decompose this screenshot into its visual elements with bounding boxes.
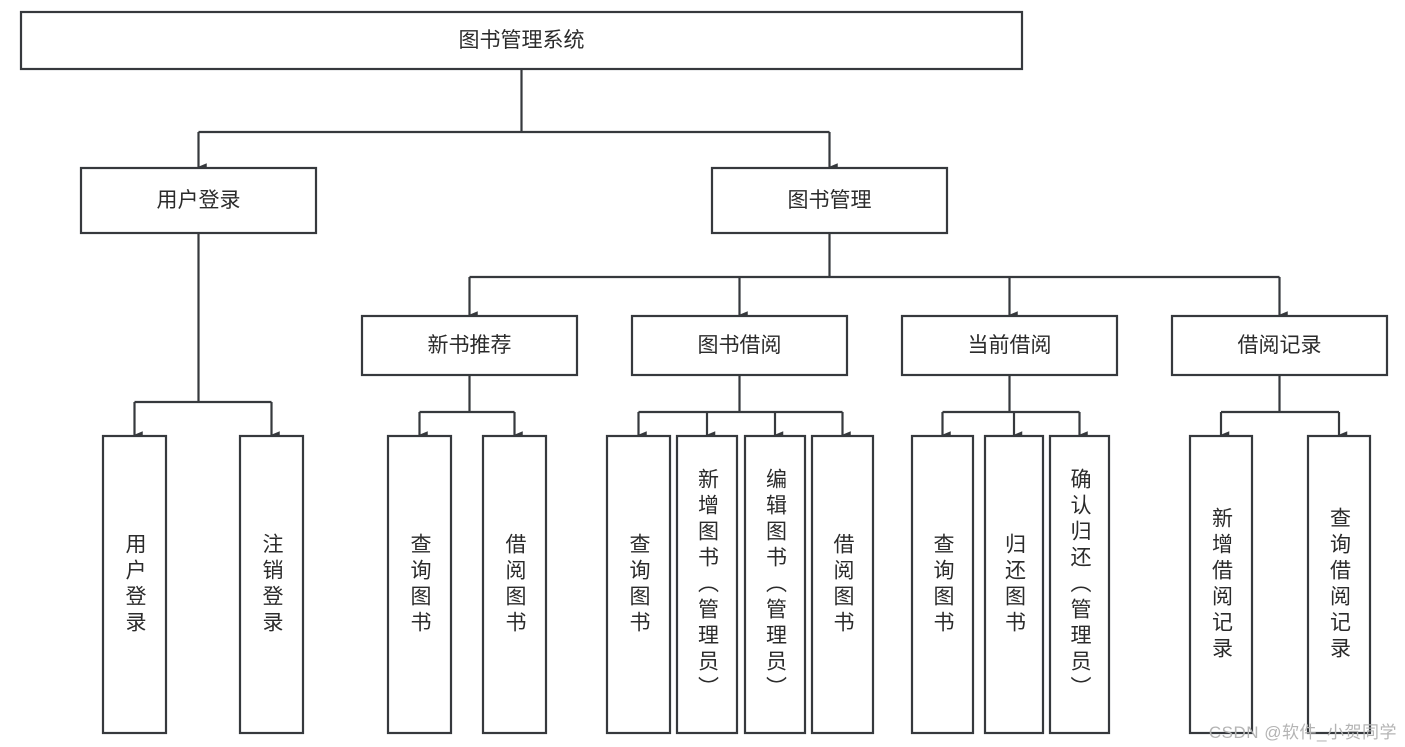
level3-node-1[interactable]: 图书借阅 <box>630 314 849 377</box>
leaf-node-0[interactable] <box>101 434 168 735</box>
leaf-node-11-rect[interactable] <box>1188 434 1254 735</box>
leaf-node-9-rect[interactable] <box>983 434 1045 735</box>
leaf-node-7[interactable] <box>810 434 875 735</box>
leaf-node-10[interactable] <box>1048 434 1111 735</box>
leaf-node-1-rect[interactable] <box>238 434 305 735</box>
leaf-node-1[interactable] <box>238 434 305 735</box>
leaf-node-9[interactable] <box>983 434 1045 735</box>
level3-node-0[interactable]: 新书推荐 <box>360 314 579 377</box>
leaf-node-2-rect[interactable] <box>386 434 453 735</box>
level3-node-3-rect[interactable] <box>1170 314 1389 377</box>
leaf-node-12[interactable] <box>1306 434 1372 735</box>
root-node-book-management-system-rect[interactable] <box>19 10 1024 71</box>
leaf-node-5[interactable] <box>675 434 739 735</box>
leaf-node-3-rect[interactable] <box>481 434 548 735</box>
level2-node-1-rect[interactable] <box>710 166 949 235</box>
level2-node-1-label: 图书管理 <box>788 189 872 212</box>
leaf-node-10-rect[interactable] <box>1048 434 1111 735</box>
leaf-node-4-rect[interactable] <box>605 434 672 735</box>
leaf-node-0-rect[interactable] <box>101 434 168 735</box>
level3-node-0-rect[interactable] <box>360 314 579 377</box>
level3-node-3[interactable]: 借阅记录 <box>1170 314 1389 377</box>
level2-node-0-label: 用户登录 <box>157 189 241 212</box>
root-node-book-management-system-label: 图书管理系统 <box>459 29 585 52</box>
level3-node-1-label: 图书借阅 <box>698 334 782 357</box>
leaf-node-6[interactable] <box>743 434 807 735</box>
level3-node-1-rect[interactable] <box>630 314 849 377</box>
level2-node-0[interactable]: 用户登录 <box>79 166 318 235</box>
leaf-node-7-rect[interactable] <box>810 434 875 735</box>
leaf-node-3[interactable] <box>481 434 548 735</box>
level3-node-2-rect[interactable] <box>900 314 1119 377</box>
watermark-text: CSDN @软件_小贺同学 <box>1208 723 1397 742</box>
leaf-node-4[interactable] <box>605 434 672 735</box>
connector-lines <box>133 69 1348 439</box>
leaf-node-6-rect[interactable] <box>743 434 807 735</box>
leaf-node-11[interactable] <box>1188 434 1254 735</box>
level3-node-2[interactable]: 当前借阅 <box>900 314 1119 377</box>
leaf-node-12-rect[interactable] <box>1306 434 1372 735</box>
root-node-book-management-system[interactable]: 图书管理系统 <box>19 10 1024 71</box>
level3-node-2-label: 当前借阅 <box>968 334 1052 357</box>
level2-node-1[interactable]: 图书管理 <box>710 166 949 235</box>
leaf-node-8[interactable] <box>910 434 975 735</box>
leaf-node-8-rect[interactable] <box>910 434 975 735</box>
level3-node-0-label: 新书推荐 <box>428 334 512 357</box>
level3-node-3-label: 借阅记录 <box>1238 334 1322 357</box>
leaf-node-5-rect[interactable] <box>675 434 739 735</box>
leaf-node-2[interactable] <box>386 434 453 735</box>
level2-node-0-rect[interactable] <box>79 166 318 235</box>
